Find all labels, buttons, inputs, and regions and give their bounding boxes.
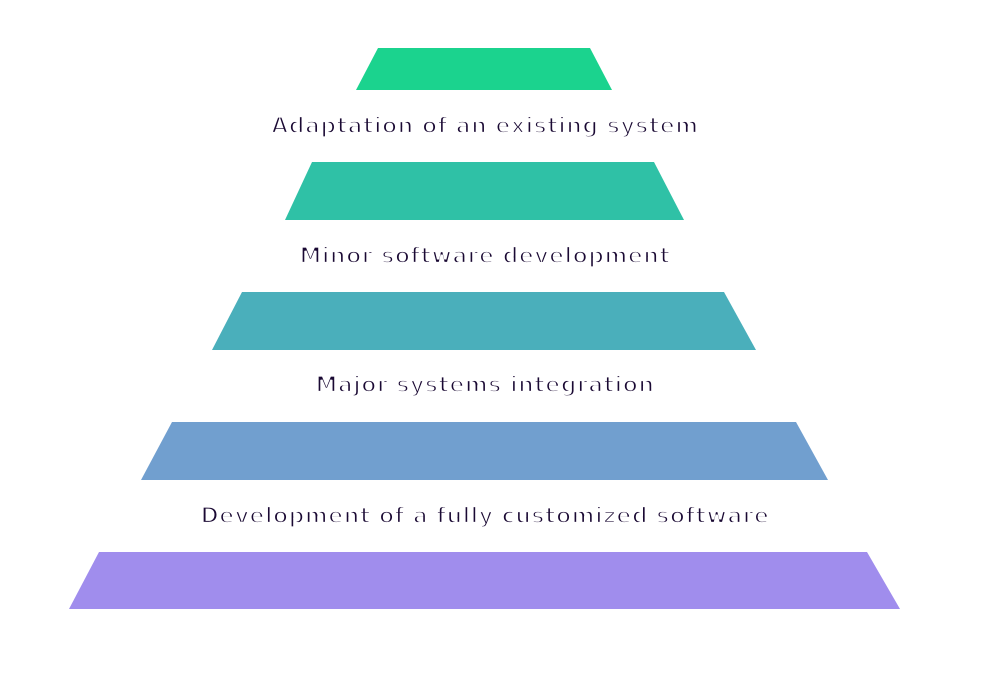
tier-5-label: Development of a fully customized softwa…	[201, 504, 770, 529]
tier-4-band	[141, 422, 828, 480]
tier-1-band	[356, 48, 612, 90]
tier-4-label: Major systems integration	[316, 373, 655, 398]
tier-5-band	[69, 552, 900, 609]
tier-2-label: Adaptation of an existing system	[271, 114, 699, 139]
tier-3-band	[212, 292, 756, 350]
tier-3-label: Minor software development	[300, 244, 671, 269]
tier-2-band	[285, 162, 684, 220]
